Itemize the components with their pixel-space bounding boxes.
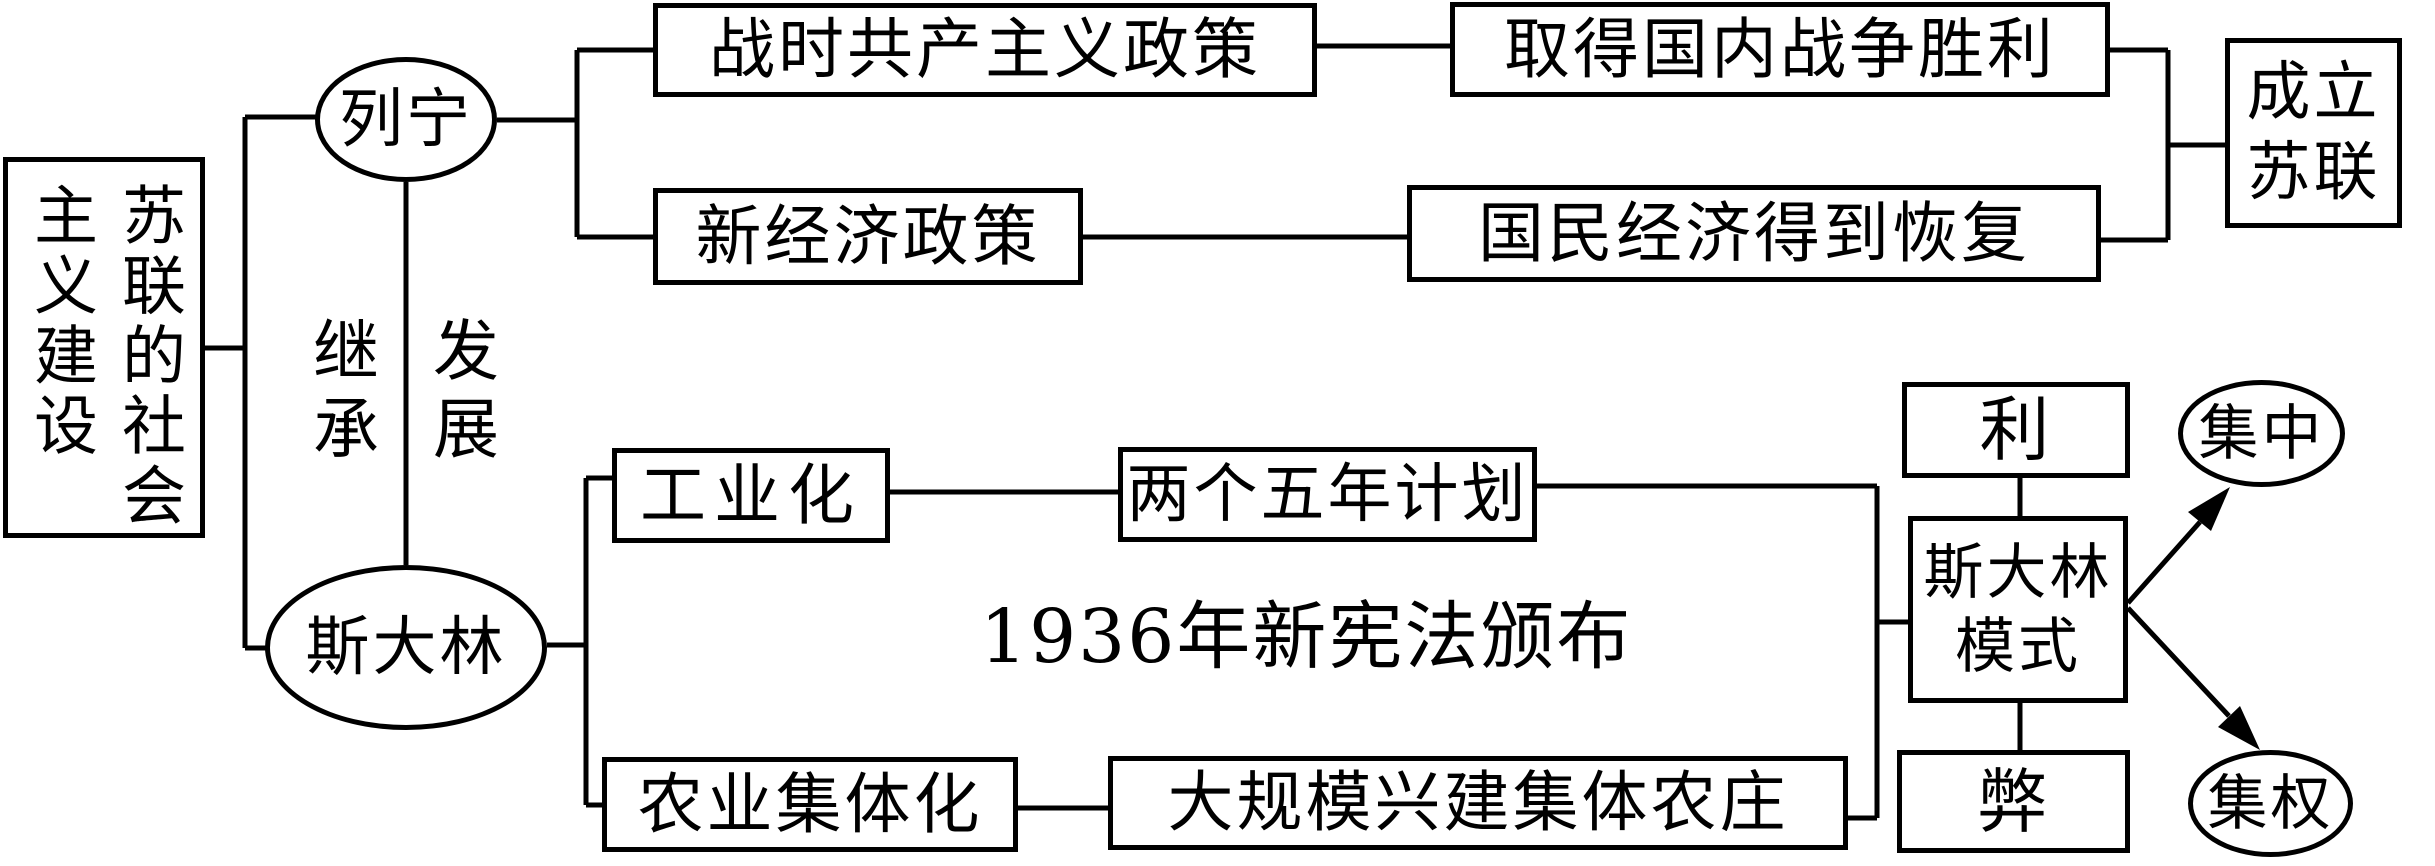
node-stalin-model: 斯大林 模式 [1908,516,2128,703]
node-centralization: 集权 [2188,750,2353,857]
node-industrialization: 工业化 [612,448,890,543]
main-box-right-column: 苏联的社会 [111,182,185,532]
node-civil-war-victory: 取得国内战争胜利 [1450,2,2110,97]
label-develop: 发展 [422,316,499,472]
arrow-to-concentration [2126,487,2230,605]
node-cons: 弊 [1897,750,2130,853]
arrow-to-centralization [2126,606,2260,750]
node-main-box: 主义建设 苏联的社会 [3,157,205,538]
connector-lines [205,43,2227,821]
stalin-model-line1: 斯大林 [1923,537,2113,608]
node-concentration: 集中 [2178,380,2345,487]
node-war-communism: 战时共产主义政策 [653,3,1317,97]
founding-line2: 苏联 [2246,136,2381,210]
node-pros: 利 [1902,382,2130,478]
node-stalin: 斯大林 [265,565,547,730]
label-constitution-1936: 1936年新宪法颁布 [980,594,1633,680]
stalin-model-line2: 模式 [1955,611,2081,682]
node-nep: 新经济政策 [653,188,1083,285]
label-inherit: 继承 [302,316,379,472]
node-agri-collectivization: 农业集体化 [602,757,1018,852]
founding-line1: 成立 [2246,56,2381,130]
node-collective-farms: 大规模兴建集体农庄 [1108,756,1848,850]
node-five-year-plans: 两个五年计划 [1118,447,1537,542]
main-box-left-column: 主义建设 [23,182,97,462]
node-economy-recovered: 国民经济得到恢复 [1407,185,2101,282]
node-lenin: 列宁 [315,57,497,182]
node-founding: 成立 苏联 [2225,38,2402,228]
